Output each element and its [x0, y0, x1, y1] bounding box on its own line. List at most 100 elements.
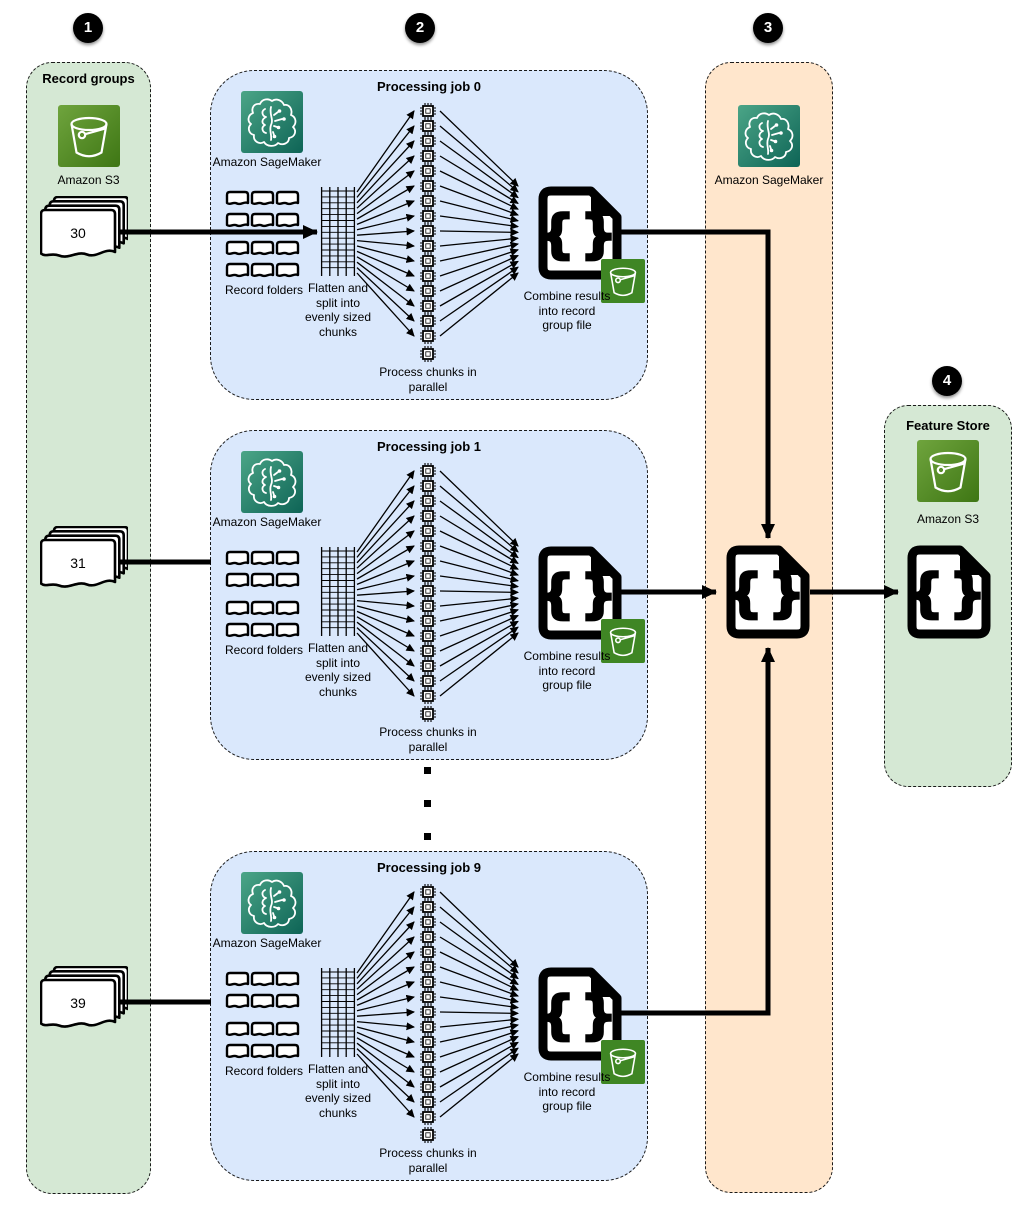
sagemaker-label: Amazon SageMaker: [714, 173, 824, 187]
s3-label: Amazon S3: [57, 173, 120, 187]
chip-icon: [419, 973, 437, 991]
processing-job-1: Processing job 1 Amazon SageMaker Record…: [210, 430, 648, 760]
chip-icon: [419, 462, 437, 480]
chip-icon: [419, 312, 437, 330]
ellipsis-dot: [424, 833, 431, 840]
chip-icon: [419, 282, 437, 300]
flatten-grid-icon: [320, 968, 356, 1057]
process-label: Process chunks in parallel: [379, 1146, 477, 1175]
chip-icon: [419, 522, 437, 540]
job-graphics: [225, 450, 649, 723]
chip-icon: [419, 642, 437, 660]
combine-label: Combine results into record group file: [523, 649, 611, 692]
sagemaker-icon: [240, 450, 304, 514]
flatten-label: Flatten and split into evenly sized chun…: [304, 1062, 372, 1120]
chip-icon: [419, 327, 437, 345]
chip-icon: [419, 627, 437, 645]
record-groups-title: Record groups: [42, 71, 135, 86]
flatten-label: Flatten and split into evenly sized chun…: [304, 641, 372, 699]
combine-label: Combine results into record group file: [523, 289, 611, 332]
chip-icon: [419, 1078, 437, 1096]
chip-icon: [419, 162, 437, 180]
feature-store-json-file-icon: [903, 542, 995, 642]
parallel-fan-lines: [356, 110, 519, 337]
chip-icon: [419, 988, 437, 1006]
record-folders-icon: [225, 971, 300, 1059]
parallel-fan-lines: [356, 470, 519, 697]
record-folders-label: Record folders: [224, 643, 304, 657]
flatten-grid-icon: [320, 547, 356, 636]
chip-icon: [419, 1033, 437, 1051]
chip-icon: [419, 687, 437, 705]
combine-label: Combine results into record group file: [523, 1070, 611, 1113]
chip-icon: [419, 552, 437, 570]
record-folders-icon: [225, 550, 300, 638]
chip-icon: [419, 102, 437, 120]
processing-job-0: Processing job 0 Amazon SageMaker Record…: [210, 70, 648, 400]
chip-icon: [419, 913, 437, 931]
chip-icon: [419, 705, 437, 723]
chips-column: [419, 462, 437, 723]
sagemaker-icon: [240, 871, 304, 935]
process-label: Process chunks in parallel: [379, 365, 477, 394]
job-title: Processing job 0: [376, 79, 482, 94]
chip-icon: [419, 252, 437, 270]
record-group-stack-1: 31: [40, 526, 128, 588]
chip-icon: [419, 1093, 437, 1111]
step-badge-4: 4: [932, 366, 962, 396]
chip-icon: [419, 928, 437, 946]
chip-icon: [419, 117, 437, 135]
chip-icon: [419, 657, 437, 675]
chip-icon: [419, 132, 437, 150]
chip-icon: [419, 883, 437, 901]
chips-column: [419, 102, 437, 363]
chip-icon: [419, 1048, 437, 1066]
s3-icon-feature-store: [917, 440, 979, 502]
record-group-number: 30: [70, 225, 86, 241]
chip-icon: [419, 492, 437, 510]
job-graphics: [225, 871, 649, 1144]
ellipsis-dot: [424, 767, 431, 774]
s3-icon: [58, 105, 120, 167]
chip-icon: [419, 958, 437, 976]
s3-label-feature-store: Amazon S3: [916, 512, 980, 526]
record-group-stack-2: 39: [40, 966, 128, 1028]
step-badge-1: 1: [73, 13, 103, 43]
step-badge-3: 3: [753, 13, 783, 43]
chip-icon: [419, 222, 437, 240]
chip-icon: [419, 1108, 437, 1126]
chip-icon: [419, 477, 437, 495]
feature-store-title: Feature Store: [906, 418, 990, 433]
chips-column: [419, 883, 437, 1144]
process-label: Process chunks in parallel: [379, 725, 477, 754]
chip-icon: [419, 1003, 437, 1021]
chip-icon: [419, 207, 437, 225]
chip-icon: [419, 612, 437, 630]
chip-icon: [419, 177, 437, 195]
chip-icon: [419, 537, 437, 555]
job-title: Processing job 9: [376, 860, 482, 875]
step-badge-2: 2: [405, 13, 435, 43]
record-folders-label: Record folders: [224, 1064, 304, 1078]
sagemaker-label: Amazon SageMaker: [212, 515, 322, 529]
chip-icon: [419, 1018, 437, 1036]
chip-icon: [419, 898, 437, 916]
chip-icon: [419, 943, 437, 961]
parallel-fan-lines: [356, 891, 519, 1118]
job-title: Processing job 1: [376, 439, 482, 454]
sagemaker-label: Amazon SageMaker: [212, 155, 322, 169]
ellipsis-dot: [424, 800, 431, 807]
combined-json-file-icon: [722, 542, 814, 642]
chip-icon: [419, 582, 437, 600]
chip-icon: [419, 1126, 437, 1144]
chip-icon: [419, 672, 437, 690]
processing-job-2: Processing job 9 Amazon SageMaker Record…: [210, 851, 648, 1181]
chip-icon: [419, 297, 437, 315]
flatten-label: Flatten and split into evenly sized chun…: [304, 281, 372, 339]
chip-icon: [419, 597, 437, 615]
chip-icon: [419, 345, 437, 363]
chip-icon: [419, 267, 437, 285]
chip-icon: [419, 507, 437, 525]
record-group-stack-0: 30: [40, 196, 128, 258]
